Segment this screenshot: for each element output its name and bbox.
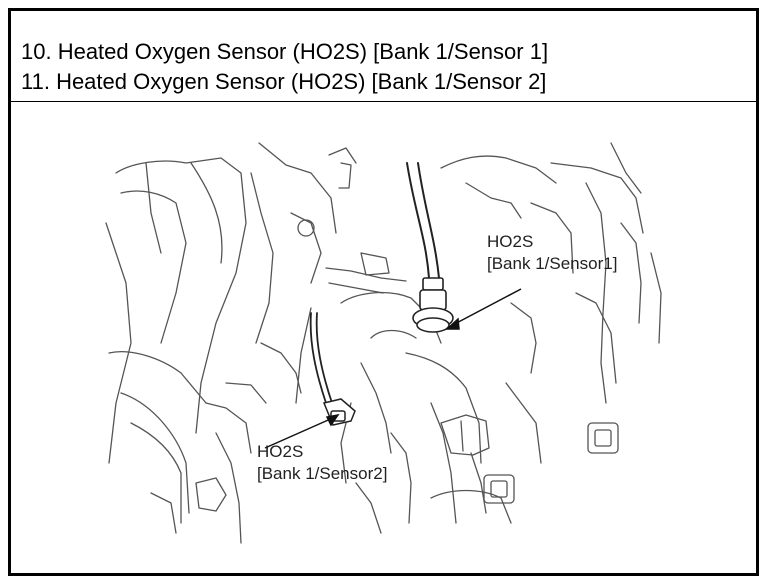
engine-line-drawing [105, 142, 662, 544]
legend-line-10: 10. Heated Oxygen Sensor (HO2S) [Bank 1/… [21, 39, 549, 64]
engine-bay-diagram: HO2S [Bank 1/Sensor1] HO2S [Bank 1/Senso… [11, 103, 756, 573]
ho2s-sensor1-body [412, 277, 454, 333]
figure-header: 10. Heated Oxygen Sensor (HO2S) [Bank 1/… [11, 11, 756, 102]
callout-sensor2: HO2S [Bank 1/Sensor2] [257, 441, 387, 485]
legend-line-11: 11. Heated Oxygen Sensor (HO2S) [Bank 1/… [21, 69, 547, 94]
callout-sensor2-title: HO2S [257, 442, 304, 461]
figure-frame: 10. Heated Oxygen Sensor (HO2S) [Bank 1/… [8, 8, 759, 576]
callout-sensor1: HO2S [Bank 1/Sensor1] [487, 231, 617, 275]
callout-sensor2-detail: [Bank 1/Sensor2] [257, 464, 388, 483]
callout-sensor1-detail: [Bank 1/Sensor1] [487, 254, 618, 273]
callout-sensor1-title: HO2S [487, 232, 534, 251]
